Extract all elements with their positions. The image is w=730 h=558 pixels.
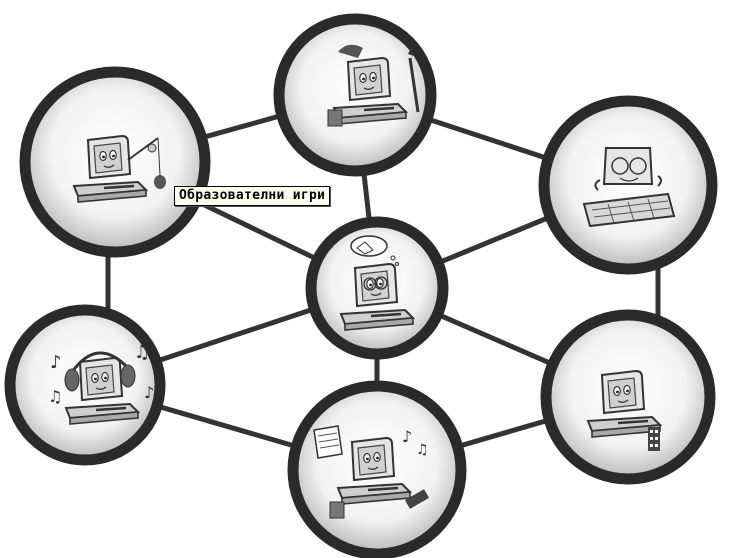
- computer-fishing-icon: [72, 134, 166, 204]
- computer-typing-keyboard-icon: [582, 147, 676, 228]
- computer-with-headphones-icon: ♪ ♫ ♪ ♫: [48, 342, 154, 426]
- tooltip: Образователни игри: [174, 186, 331, 206]
- computer-with-paintbrush-icon: [327, 44, 420, 127]
- node-paint[interactable]: [273, 13, 437, 177]
- node-typing[interactable]: [538, 95, 718, 275]
- svg-text:♫: ♫: [48, 387, 62, 406]
- node-fishing[interactable]: [19, 66, 211, 258]
- node-music[interactable]: ♪ ♫ ♪ ♫: [4, 304, 166, 466]
- svg-text:♫: ♫: [134, 342, 150, 363]
- svg-text:♪: ♪: [144, 383, 154, 402]
- node-video[interactable]: [540, 309, 716, 485]
- svg-text:♪: ♪: [402, 427, 412, 446]
- svg-text:♫: ♫: [416, 442, 429, 458]
- node-education[interactable]: [305, 216, 449, 360]
- computer-with-film-reel-icon: [586, 369, 662, 451]
- computer-juggling-notes-icon: ♪ ♫: [313, 425, 430, 519]
- node-multimedia[interactable]: ♪ ♫: [287, 380, 467, 558]
- svg-text:♪: ♪: [50, 352, 62, 373]
- computer-thinking-with-glasses-icon: [339, 235, 415, 332]
